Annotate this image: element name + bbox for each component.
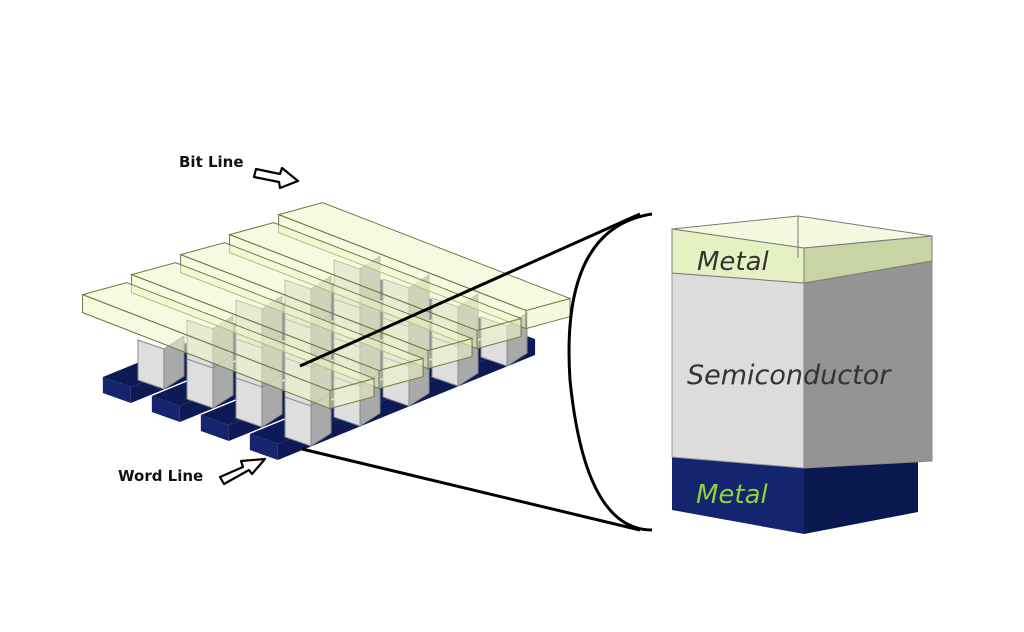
memory-cell-front [235,377,263,428]
bit-line-end [378,357,424,390]
memory-cell-front [137,339,165,390]
bit-line-end [476,317,522,350]
metal-top-label: Metal [697,247,770,277]
word-line-end [249,434,278,460]
zoom-lens-arc [567,212,653,532]
zoom-line-upper [299,212,641,368]
right-arrow-icon [218,457,267,486]
word-line-label: Word Line [118,467,203,485]
semiconductor-label: Semiconductor [687,360,892,391]
word-line-end [151,396,180,422]
bottom-metal-side [804,461,918,534]
bit-line-end [427,337,473,370]
memory-cell-front [284,396,312,447]
right-arrow-icon [252,166,300,190]
top-metal-side [803,235,933,284]
bottom-metal-front [672,457,804,534]
bit-line-end [329,377,375,410]
zoom-callout [299,212,653,532]
metal-bottom-label: Metal [696,480,769,510]
word-line-end [102,377,131,403]
zoom-line-lower [301,447,641,532]
memory-cell-front [186,358,214,409]
zoomed-cell: Metal Semiconductor Metal [671,215,933,534]
bit-line-label: Bit Line [179,153,244,171]
word-line-end [200,415,229,441]
crossbar-array [81,202,572,460]
